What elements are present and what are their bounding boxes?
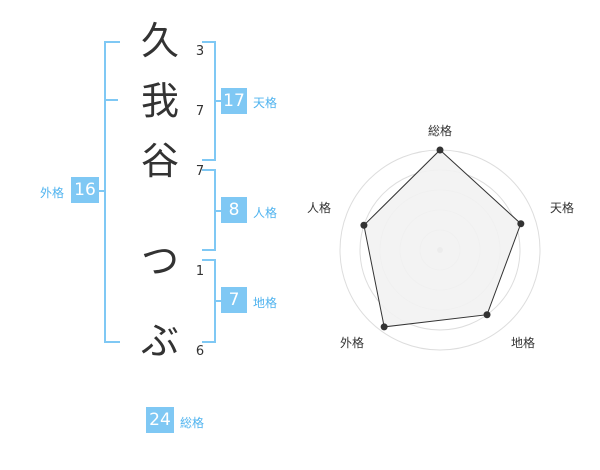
radar-axis-label-gaikaku: 外格 <box>340 336 365 350</box>
jinkaku-label: 人格 <box>253 206 278 220</box>
gaikaku-bracket-mid-tick <box>104 99 118 101</box>
name-char-1: 久 <box>140 19 179 63</box>
radar-shape <box>363 149 522 328</box>
radar-point <box>360 221 368 229</box>
chikaku-label: 地格 <box>253 296 278 310</box>
name-char-2: 我 <box>140 79 179 123</box>
radar-point <box>517 220 525 228</box>
radar-axis-label-chikaku: 地格 <box>511 336 536 350</box>
gaikaku-label: 外格 <box>40 186 65 200</box>
chikaku-connector <box>214 300 222 302</box>
radar-grid-ring <box>379 189 501 311</box>
radar-grid-ring <box>399 209 481 291</box>
jinkaku-badge: 8 <box>221 197 247 223</box>
radar-point <box>483 311 491 319</box>
radar-axis-label-soukaku: 総格 <box>428 124 453 138</box>
gaikaku-bracket <box>104 41 120 343</box>
name-char-4: つ <box>140 239 179 283</box>
soukaku-badge: 24 <box>146 407 174 433</box>
radar-grid-ring <box>419 229 461 271</box>
gaikaku-connector <box>98 190 104 192</box>
name-char-3: 谷 <box>140 139 179 183</box>
jinkaku-connector <box>214 210 222 212</box>
tenkaku-label: 天格 <box>253 96 278 110</box>
radar-axis-label-tenkaku: 天格 <box>550 201 575 215</box>
radar-grid-ring <box>339 149 541 351</box>
radar-point <box>380 323 388 331</box>
soukaku-label: 総格 <box>180 416 205 430</box>
chikaku-badge: 7 <box>221 287 247 313</box>
tenkaku-badge: 17 <box>221 88 247 114</box>
radar-grid-ring <box>359 169 521 331</box>
tenkaku-connector <box>214 100 222 102</box>
stroke-count-3: 7 <box>195 164 205 179</box>
stroke-count-5: 6 <box>195 344 205 359</box>
radar-center-dot <box>437 247 443 253</box>
radar-axis-label-jinkaku: 人格 <box>307 201 332 215</box>
name-char-5: ぶ <box>140 319 179 363</box>
stroke-count-1: 3 <box>195 44 205 59</box>
radar-point <box>436 146 444 154</box>
stroke-count-2: 7 <box>195 104 205 119</box>
stroke-count-4: 1 <box>195 264 205 279</box>
gaikaku-badge: 16 <box>71 177 99 203</box>
